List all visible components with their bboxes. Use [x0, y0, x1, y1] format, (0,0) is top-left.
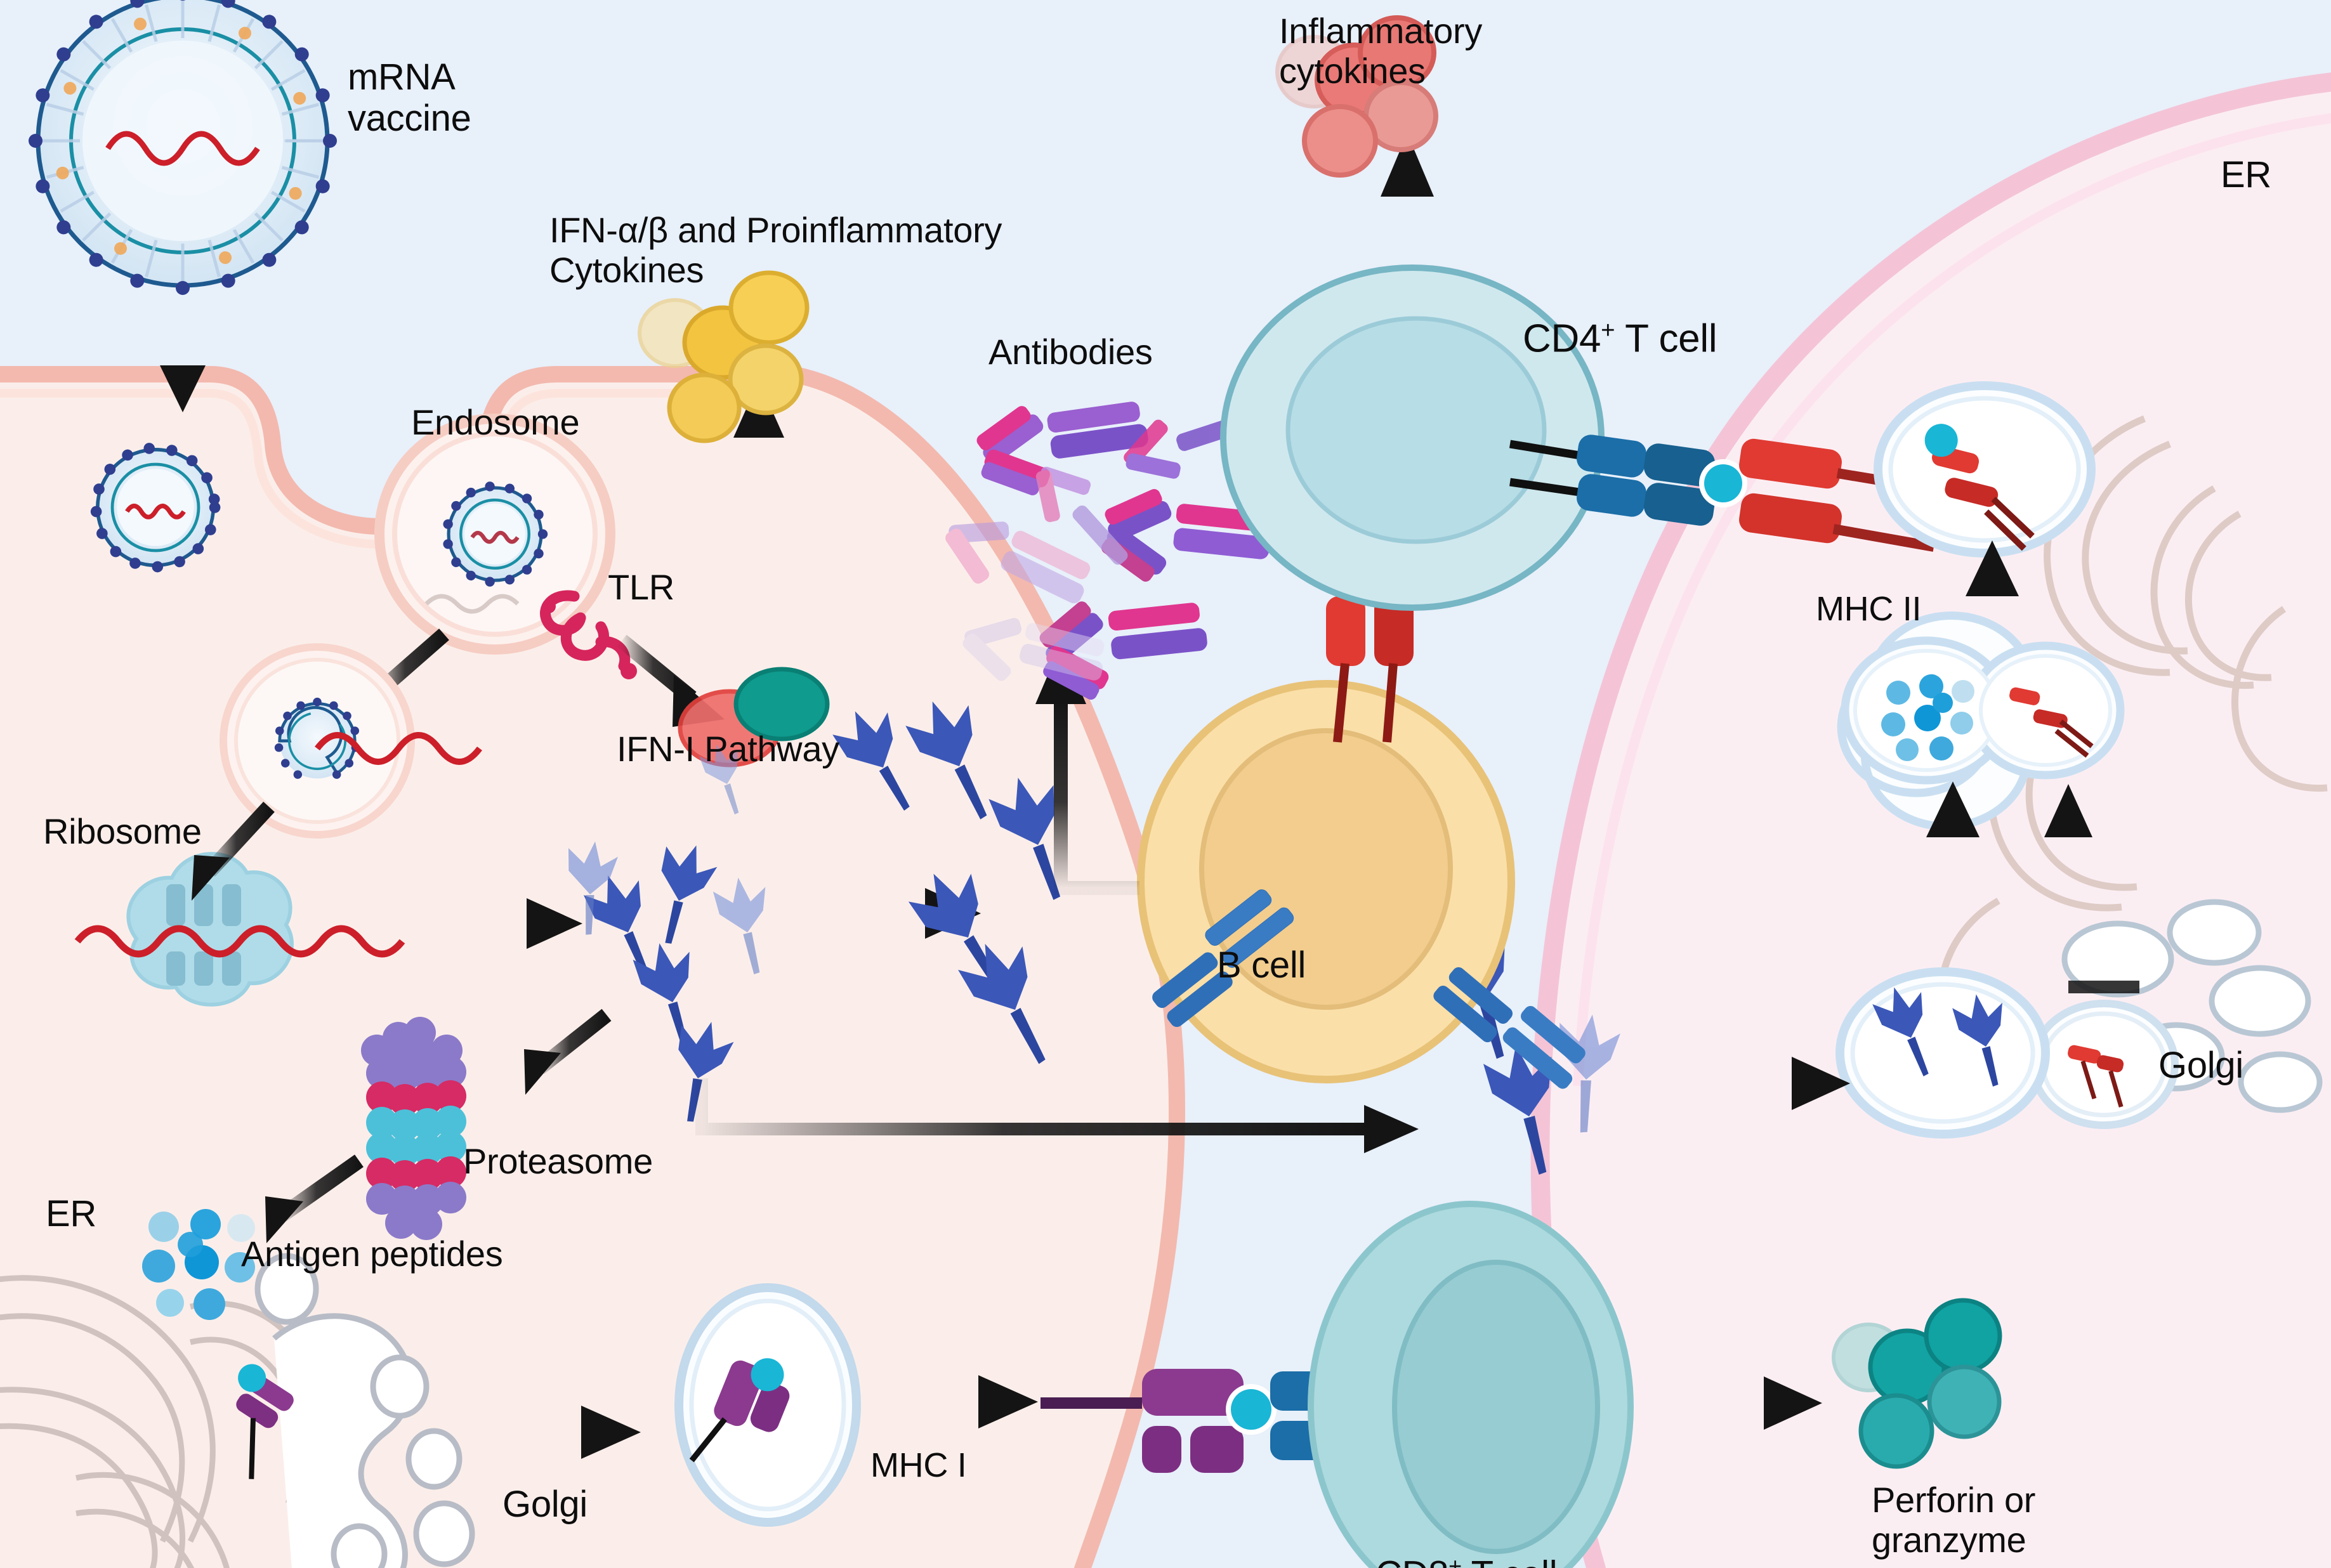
- label-endosome: Endosome: [411, 402, 580, 442]
- endosome-organelle: [374, 414, 615, 655]
- arrow-cd8-to-perforin: [1656, 1376, 1822, 1430]
- released-mrna-strand: [315, 732, 482, 765]
- mhc-i-vesicle: [674, 1283, 861, 1527]
- vesicle-peptide-dots: [1881, 674, 1974, 761]
- inflammatory-cytokine-blobs: [1275, 15, 1438, 178]
- arrow-vaccine-entry: [160, 317, 206, 412]
- mhc-ii-loaded-vesicle: [1874, 381, 2096, 558]
- antigen-uptake-vesicle: [1835, 967, 2050, 1139]
- label-golgi-right: Golgi: [2158, 1045, 2243, 1086]
- label-antibodies: Antibodies: [988, 332, 1153, 372]
- cd8-plus-superscript: +: [1448, 1552, 1462, 1568]
- arrow-peptides-up-to-fusion: [1926, 781, 1980, 901]
- label-cd4-t-cell: CD4+ T cell: [1523, 273, 1717, 362]
- label-ribosome: Ribosome: [43, 811, 202, 851]
- arrow-antigen-into-right-apc: [1719, 1057, 1850, 1110]
- label-er-left: ER: [46, 1193, 96, 1234]
- label-golgi-left: Golgi: [502, 1484, 588, 1525]
- endocytosis-vesicle: [90, 443, 221, 573]
- mrna-release-vesicle: [220, 643, 482, 839]
- perforin-granzyme-blobs: [1832, 1298, 2002, 1469]
- arrow-golgi-mhcii-to-fusion: [2044, 784, 2139, 993]
- cd4-text: CD4: [1523, 317, 1601, 362]
- golgi-right-organelle: [2029, 899, 2323, 1129]
- mhc-ii-vesicle-right: [2029, 1000, 2179, 1129]
- label-cd8-t-cell: CD8+ T cell: [1376, 1512, 1558, 1568]
- b-cell: [1137, 596, 1586, 1089]
- peptide-mhcii-fusion-vesicle: [1837, 611, 2125, 831]
- mhc-i-in-golgi: [236, 1364, 294, 1479]
- arrow-cd4-cytokine-secretion: [1381, 133, 1434, 273]
- label-proteasome: Proteasome: [463, 1141, 653, 1181]
- arrow-golgi-to-mhci: [438, 1406, 641, 1459]
- ifn-i-pathway-icon: [678, 667, 830, 768]
- cd8-suffix: T cell: [1462, 1553, 1558, 1568]
- arrow-ribosome-to-antigen: [419, 898, 582, 949]
- label-perforin-granzyme: Perforin or granzyme: [1872, 1480, 2036, 1560]
- antigen-peptide-dots: [142, 1209, 255, 1320]
- antigen-protein-cluster-intracellular: [568, 711, 910, 1122]
- label-antigen-peptides: Antigen peptides: [241, 1234, 503, 1274]
- cd4-plus-superscript: +: [1601, 317, 1615, 344]
- mrna-vaccine-lnp-icon: [29, 0, 337, 295]
- label-b-cell: B cell: [1217, 944, 1306, 986]
- label-ifn-proinflammatory-cytokines: IFN-α/β and Proinflammatory Cytokines: [549, 210, 1002, 290]
- ifn-proinflammatory-cytokine-blobs: [638, 270, 810, 443]
- arrow-proteasome-to-peptides: [265, 1154, 364, 1243]
- golgi-left-organelle: [236, 1253, 475, 1568]
- right-apc-inner-membrane-highlight: [1573, 113, 2331, 1087]
- label-mhc-i: MHC I: [870, 1446, 967, 1484]
- bcr-antibody-left: [1152, 889, 1294, 1028]
- arrow-mrna-to-ribosome: [192, 801, 275, 901]
- cd8-text: CD8: [1376, 1553, 1448, 1568]
- arrow-antigen-to-right-apc: [695, 1078, 1419, 1153]
- proteasome-organelle: [361, 1017, 466, 1240]
- label-mrna-vaccine: mRNA vaccine: [348, 56, 471, 139]
- label-tlr: TLR: [608, 567, 674, 607]
- cd4-tcr-mhcii-synapse: [1509, 434, 1938, 552]
- label-inflammatory-cytokines: Inflammatory cytokines: [1279, 11, 1483, 91]
- cd4-suffix: T cell: [1615, 317, 1717, 362]
- mrna-translating-strand: [74, 925, 405, 958]
- label-mhc-ii: MHC II: [1816, 590, 1922, 628]
- arrow-antigen-to-proteasome: [524, 1009, 612, 1095]
- bcr-antibody-right: [1433, 967, 1586, 1089]
- cd8-t-cell: [1308, 1201, 1634, 1568]
- label-er-right: ER: [2221, 154, 2271, 195]
- label-ifn-i-pathway: IFN-I Pathway: [617, 729, 839, 769]
- arrow-mhci-to-cd8: [869, 1375, 1038, 1428]
- bcell-mhcii-receptor: [1326, 596, 1414, 743]
- mrna-strand: [105, 131, 260, 166]
- ribosome-organelle: [74, 852, 405, 1007]
